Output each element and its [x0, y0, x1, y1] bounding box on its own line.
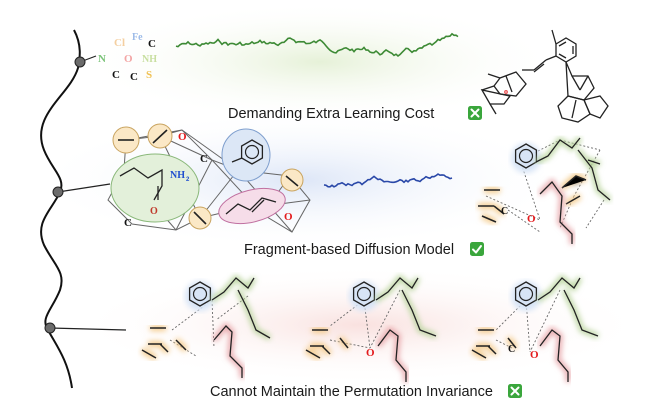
atom-label: Fe [132, 32, 143, 43]
top-step-node [74, 56, 86, 68]
top-noise-signal [175, 32, 459, 58]
bottom-variant-2 [304, 274, 437, 382]
top-generated-molecule [480, 29, 609, 123]
middle-atom: C [124, 217, 132, 229]
middle-step-connector [57, 183, 111, 193]
middle-step-node [52, 186, 64, 198]
middle-atom: NH [170, 170, 185, 181]
middle-denoised-atom: C [501, 206, 508, 217]
atom-label: C [112, 69, 120, 81]
atom-label: O [124, 53, 133, 65]
middle-atom-subscript: 2 [186, 177, 190, 183]
bottom-atom: O [530, 349, 539, 361]
atom-label: S [146, 69, 152, 81]
middle-denoised-fragments [478, 136, 612, 244]
bottom-step-node [44, 322, 56, 334]
atom-label: N [98, 53, 106, 65]
top-caption: Demanding Extra Learning Cost [228, 106, 434, 122]
middle-atom: O [150, 206, 158, 217]
check-mark-icon [470, 242, 484, 256]
top-row-glow [80, 2, 560, 122]
bottom-variant-1 [140, 274, 272, 378]
atom-label: Cl [114, 37, 125, 49]
middle-atom: C [200, 153, 208, 165]
middle-atom: O [178, 131, 187, 143]
cross-mark-icon [468, 106, 482, 120]
middle-fragments [110, 123, 304, 230]
fragment-pink [218, 187, 286, 225]
atom-label: C [148, 38, 156, 50]
bottom-variant-3 [470, 274, 599, 382]
atom-label: C [130, 71, 138, 83]
middle-noise-signal [323, 173, 453, 188]
atom-label: NH [142, 54, 157, 65]
fragment-green [110, 153, 200, 223]
bottom-atom: O [366, 347, 375, 359]
bottom-caption: Cannot Maintain the Permutation Invarian… [210, 384, 493, 400]
bottom-step-connector [49, 327, 127, 331]
middle-caption: Fragment-based Diffusion Model [244, 242, 454, 258]
bottom-atom: C [508, 344, 515, 355]
top-atom-cloud: N Cl Fe C O NH C C S [98, 32, 157, 83]
top-molecule-oxygen: o [504, 87, 508, 96]
cross-mark-icon [508, 384, 522, 398]
middle-atom: O [284, 211, 293, 223]
middle-denoised-atom: O [527, 213, 536, 225]
